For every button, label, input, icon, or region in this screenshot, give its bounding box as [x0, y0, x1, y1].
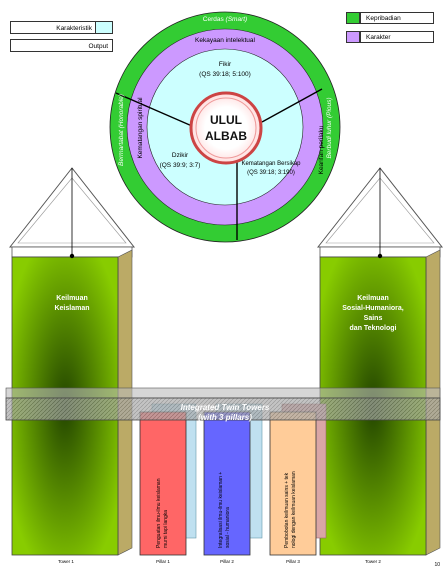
inner-dzikir-label: Dzikir [172, 152, 189, 159]
legend-kepribadian-swatch [346, 12, 360, 24]
mid-label-left: Kematangan spiritual [137, 97, 144, 159]
bridge-text-line2: (with 3 pillars) [198, 413, 252, 422]
inner-fikir-label: Fikir [219, 61, 232, 68]
page-number: 10 [434, 562, 440, 568]
pillar1-text-line2: murni tapi langka [163, 510, 169, 548]
legend-kepribadian-label: Kepribadian [366, 15, 401, 22]
tower2-text-line2: Sosial-Humaniora, [342, 305, 404, 312]
tower2-text-line1: Keilmuan [357, 295, 389, 302]
pillar2-label: Pillar 2 [220, 559, 234, 564]
bridge-text-line1: Integrated Twin Towers [181, 403, 270, 412]
inner-sikap-label: Kematangan Bersikap [241, 161, 301, 167]
divider-left [115, 92, 193, 127]
legend-kepribadian-box: Kepribadian [360, 12, 434, 24]
inner-dzikir-ref: (QS 39:9; 3:7) [160, 162, 201, 169]
outer-label-top: Cerdas (Smart) [203, 16, 247, 23]
pillar3-text-line1: Pembobotan keilmuan sains + tek [284, 472, 290, 548]
pillar3-label: Pillar 3 [286, 559, 300, 564]
pillar1-text-line1: Penguatan ilmu-ilmu keislaman [156, 478, 162, 548]
mid-label-top: Kekayaan intelektual [195, 37, 256, 44]
tower1-text-line2: Keislaman [54, 305, 89, 312]
tower1-text-line1: Keilmuan [56, 295, 88, 302]
center-text-albab: ALBAB [205, 129, 247, 143]
tower2-label: Tower 2 [365, 559, 381, 564]
tower2-connector-dot [377, 253, 383, 259]
divider-right [261, 88, 323, 123]
pillar1-label: Pillar 1 [156, 559, 170, 564]
legend-output-box: Output [10, 39, 113, 52]
center-circle-inner [195, 97, 257, 159]
tower1-label: Tower 1 [58, 559, 74, 564]
center-text-ulul: ULUL [210, 113, 242, 127]
bridge-top [5, 387, 441, 399]
tower2-text-line4: dan Teknologi [350, 325, 397, 332]
pillar2-text-line1: Integralisasi ilmu-ilmu keislaman + [218, 472, 224, 548]
legend-karakter-label: Karakter [366, 34, 391, 41]
legend-karakteristik-label: Karakteristik [56, 25, 92, 32]
inner-sikap-ref: (QS 39:18; 3:190) [247, 170, 295, 176]
bridge-body [5, 397, 441, 421]
pillar2-body [203, 411, 251, 556]
center-circle [189, 91, 263, 165]
pillar3-body [269, 411, 317, 556]
legend-karakteristik-box: Karakteristik [10, 21, 113, 34]
inner-fikir-ref: (QS 39:18; 5:100) [199, 71, 251, 78]
outer-label-left: Bermartabat (Honorable) [118, 94, 125, 166]
tower1-connector-dot [69, 253, 75, 259]
legend-karakter-swatch [346, 31, 360, 43]
pillar3-text-line2: nologi dengan keilmuan keislaman [291, 471, 297, 548]
mid-label-right: Kearifan perilaku [318, 125, 325, 174]
tower2-text-line3: Sains [364, 315, 383, 322]
outer-label-right: Berbudi luhur (Pious) [326, 97, 333, 158]
pillar2-text-line2: sosial - humaniora [225, 507, 231, 548]
legend-output-label: Output [88, 43, 108, 50]
legend-karakter-box: Karakter [360, 31, 434, 43]
legend-karakteristik-swatch [95, 22, 112, 33]
